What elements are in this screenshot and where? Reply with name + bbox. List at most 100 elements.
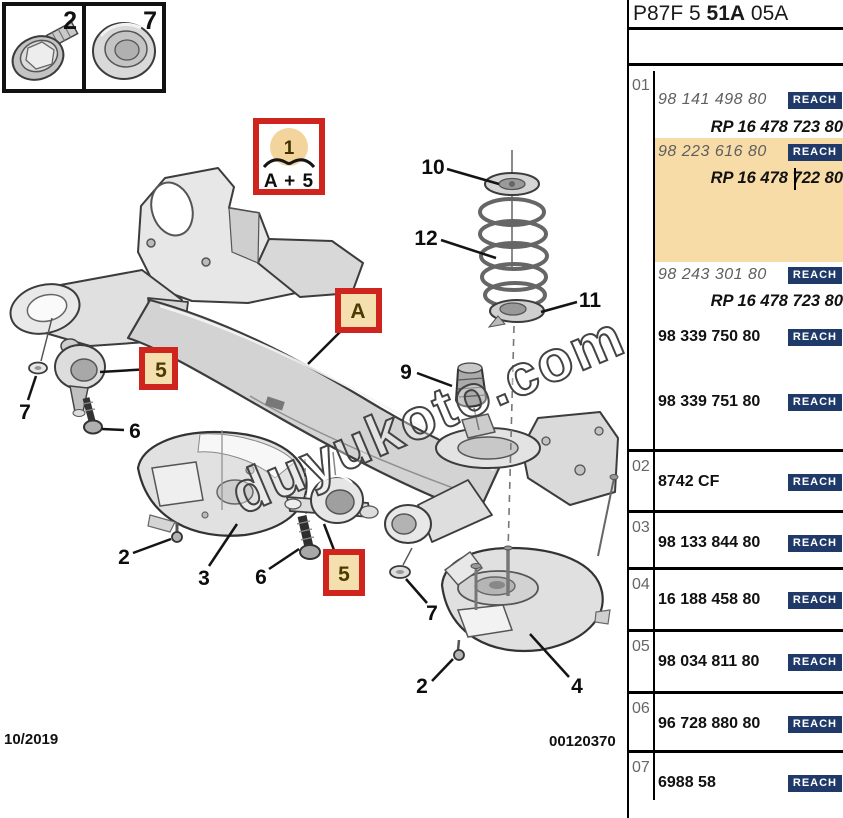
table-row-06[interactable]: 06 96 728 880 80 REACH xyxy=(629,694,843,753)
leader-lines xyxy=(26,167,578,682)
reach-badge[interactable]: REACH xyxy=(787,715,842,733)
row-body: 16 188 458 80 REACH xyxy=(655,570,843,629)
rp-number: RP 16 478 723 80 xyxy=(710,292,843,310)
part-number[interactable]: 16 188 458 80 xyxy=(658,591,761,608)
bolt-left xyxy=(82,397,103,435)
part-number[interactable]: 98 133 844 80 xyxy=(658,534,761,551)
screw-left xyxy=(171,522,183,543)
washer-right xyxy=(389,547,413,579)
row-ref: 03 xyxy=(629,513,655,567)
callout-2-left: 2 xyxy=(118,546,130,569)
part-number[interactable]: 96 728 880 80 xyxy=(658,715,761,732)
rp-number: RP 16 478 723 80 xyxy=(710,118,843,136)
inset-label-7: 7 xyxy=(143,7,157,35)
table-row-05[interactable]: 05 98 034 811 80 REACH xyxy=(629,632,843,694)
table-row-01[interactable]: 01 98 141 498 80 REACH RP 16 478 723 80 … xyxy=(629,71,843,452)
bushing-left xyxy=(40,317,106,417)
callout-11: 11 xyxy=(579,289,602,312)
callout-1-number: 1 xyxy=(284,138,295,159)
part-entry[interactable]: 98 339 751 80 REACH xyxy=(655,393,843,411)
reach-badge[interactable]: REACH xyxy=(787,266,842,284)
row-ref: 07 xyxy=(629,753,655,800)
spring-cup-left xyxy=(136,430,308,537)
bump-stop xyxy=(454,362,488,431)
callout-3: 3 xyxy=(198,567,210,590)
screw-right xyxy=(453,639,465,661)
part-entry[interactable]: 98 243 301 80 REACH xyxy=(655,266,843,284)
part-number[interactable]: 98 034 811 80 xyxy=(658,653,760,670)
row-ref: 06 xyxy=(629,694,655,750)
part-entry[interactable]: 8742 CF REACH xyxy=(655,473,843,491)
part-number[interactable]: 98 223 616 80 xyxy=(658,143,767,160)
callout-9: 9 xyxy=(400,361,412,384)
exploded-diagram: duyukoto.com 10 12 11 9 7 6 2 3 6 7 2 4 … xyxy=(2,2,635,750)
rear-axle-drawing xyxy=(9,167,619,557)
callout-7-right: 7 xyxy=(426,602,438,625)
callout-box-5-left[interactable]: 5 xyxy=(139,347,178,390)
parts-list-panel: P87F 5 51A 05A 01 98 141 498 80 REACH RP… xyxy=(627,0,843,818)
row-ref: 04 xyxy=(629,570,655,629)
part-entry[interactable]: 98 223 616 80 REACH xyxy=(655,143,843,161)
table-row-03[interactable]: 03 98 133 844 80 REACH xyxy=(629,513,843,570)
code-prefix: P87F 5 xyxy=(633,2,707,25)
catalog-code-header: P87F 5 51A 05A xyxy=(629,0,843,30)
callout-6-left: 6 xyxy=(129,420,141,443)
spring-lower-seat xyxy=(487,299,545,553)
row-ref: 01 xyxy=(629,71,655,449)
part-number[interactable]: 98 141 498 80 xyxy=(658,91,767,108)
reach-badge[interactable]: REACH xyxy=(787,393,842,411)
part-entry[interactable]: 96 728 880 80 REACH xyxy=(655,715,843,733)
reach-badge[interactable]: REACH xyxy=(787,534,842,552)
row-01-body: 98 141 498 80 REACH RP 16 478 723 80 98 … xyxy=(655,71,843,449)
part-entry[interactable]: 98 034 811 80 REACH xyxy=(655,653,843,671)
spring-cup-right xyxy=(440,545,611,653)
inset-label-2: 2 xyxy=(63,7,77,35)
reach-badge[interactable]: REACH xyxy=(787,91,842,109)
table-row-02[interactable]: 02 8742 CF REACH xyxy=(629,452,843,513)
reach-badge[interactable]: REACH xyxy=(787,473,842,491)
reach-badge[interactable]: REACH xyxy=(787,774,842,792)
callout-group-1[interactable]: 1 A + 5 xyxy=(253,118,325,195)
reach-badge[interactable]: REACH xyxy=(787,653,842,671)
rp-number: RP 16 478 722 80 xyxy=(710,169,843,187)
reach-badge[interactable]: REACH xyxy=(787,328,842,346)
part-number[interactable]: 98 243 301 80 xyxy=(658,266,767,283)
inset-part-boxes: 2 7 xyxy=(2,2,166,93)
header-spacer xyxy=(629,30,843,66)
part-entry[interactable]: 98 141 498 80 REACH xyxy=(655,91,843,109)
callout-5-left-label: 5 xyxy=(155,359,167,382)
diagram-doc-number: 00120370 xyxy=(549,733,616,750)
callout-7-left: 7 xyxy=(19,401,31,424)
reach-badge[interactable]: REACH xyxy=(787,143,842,161)
callout-box-5-center[interactable]: 5 xyxy=(323,549,365,596)
reach-badge[interactable]: REACH xyxy=(787,591,842,609)
part-number[interactable]: 98 339 751 80 xyxy=(658,393,761,410)
code-main: 51A xyxy=(706,2,746,25)
washer-icon xyxy=(92,22,156,80)
part-entry[interactable]: 6988 58 REACH xyxy=(655,774,843,792)
row-body: 8742 CF REACH xyxy=(655,452,843,510)
part-entry[interactable]: 98 339 750 80 REACH xyxy=(655,328,843,346)
row-body: 6988 58 REACH xyxy=(655,753,843,800)
callout-6-center: 6 xyxy=(255,566,267,589)
callout-5-center-label: 5 xyxy=(338,563,350,586)
part-number[interactable]: 6988 58 xyxy=(658,774,716,791)
row-body: 98 133 844 80 REACH xyxy=(655,513,843,567)
callout-box-A[interactable]: A xyxy=(335,288,382,333)
table-row-04[interactable]: 04 16 188 458 80 REACH xyxy=(629,570,843,632)
text-cursor xyxy=(794,168,796,190)
coil-spring xyxy=(478,197,549,309)
parts-table: 01 98 141 498 80 REACH RP 16 478 723 80 … xyxy=(629,71,843,800)
part-entry[interactable]: 98 133 844 80 REACH xyxy=(655,534,843,552)
table-row-07[interactable]: 07 6988 58 REACH xyxy=(629,753,843,800)
diagram-numbers: 10 12 11 9 7 6 2 3 6 7 2 4 xyxy=(19,156,601,698)
callout-4: 4 xyxy=(571,675,583,698)
bolt-icon xyxy=(11,21,79,81)
bushing-center xyxy=(284,451,379,524)
brace-icon xyxy=(262,158,316,169)
part-number[interactable]: 8742 CF xyxy=(658,473,720,490)
part-number[interactable]: 98 339 750 80 xyxy=(658,328,761,345)
part-entry[interactable]: 16 188 458 80 REACH xyxy=(655,591,843,609)
row-ref: 05 xyxy=(629,632,655,691)
inset-box-washer: 7 xyxy=(82,2,166,93)
